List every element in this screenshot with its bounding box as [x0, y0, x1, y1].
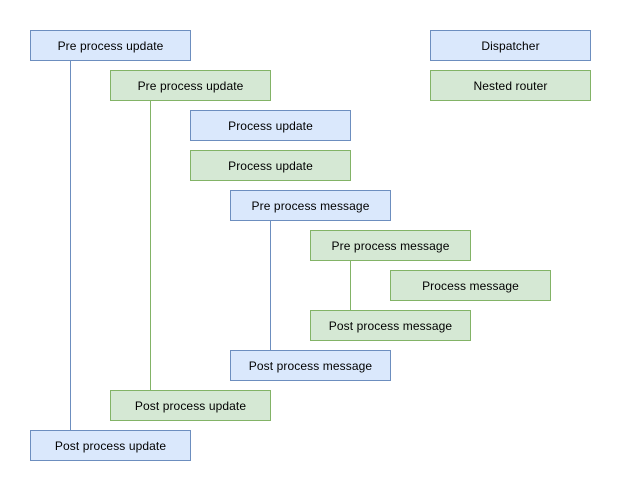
node-label: Process update — [228, 118, 313, 133]
node-label: Pre process update — [137, 78, 244, 93]
node-label: Pre process message — [251, 198, 370, 213]
node-label: Process update — [228, 158, 313, 173]
legend-item-nested-router[interactable]: Nested router — [430, 70, 591, 101]
node-label: Post process message — [248, 358, 373, 373]
connector-router-update-lifeline — [150, 101, 151, 390]
node-label: Pre process message — [331, 238, 450, 253]
node-pre-process-update-dispatcher[interactable]: Pre process update — [30, 30, 191, 61]
node-pre-process-message-router[interactable]: Pre process message — [310, 230, 471, 261]
node-label: Pre process update — [57, 38, 164, 53]
legend-item-label: Dispatcher — [481, 38, 540, 53]
node-post-process-update-dispatcher[interactable]: Post process update — [30, 430, 191, 461]
node-process-update-router[interactable]: Process update — [190, 150, 351, 181]
legend-item-label: Nested router — [473, 78, 548, 93]
node-label: Post process update — [54, 438, 167, 453]
legend-item-dispatcher[interactable]: Dispatcher — [430, 30, 591, 61]
node-post-process-message-dispatcher[interactable]: Post process message — [230, 350, 391, 381]
node-post-process-update-router[interactable]: Post process update — [110, 390, 271, 421]
node-process-update-dispatcher[interactable]: Process update — [190, 110, 351, 141]
node-process-message-router[interactable]: Process message — [390, 270, 551, 301]
node-label: Process message — [422, 278, 519, 293]
node-label: Post process message — [328, 318, 453, 333]
node-post-process-message-router[interactable]: Post process message — [310, 310, 471, 341]
connector-router-message-lifeline — [350, 261, 351, 310]
node-pre-process-message-dispatcher[interactable]: Pre process message — [230, 190, 391, 221]
connector-dispatcher-update-lifeline — [70, 61, 71, 430]
node-pre-process-update-router[interactable]: Pre process update — [110, 70, 271, 101]
node-label: Post process update — [134, 398, 247, 413]
connector-dispatcher-message-lifeline — [270, 221, 271, 350]
